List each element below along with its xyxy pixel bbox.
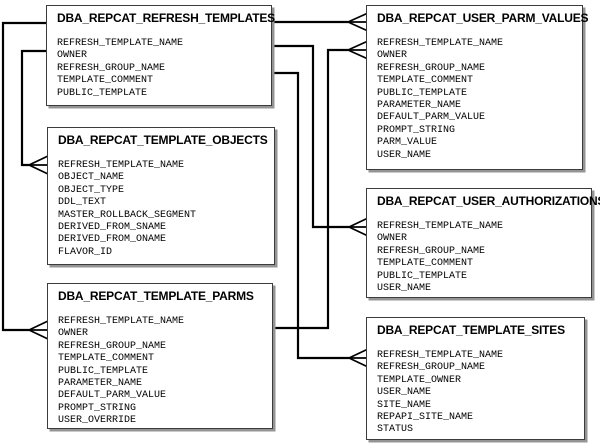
crow-foot-prong: [348, 357, 369, 368]
crow-foot-prong: [348, 217, 369, 228]
crow-foot-prong: [347, 40, 369, 51]
relationship-connector: [272, 44, 369, 237]
column-name: REFRESH_TEMPLATE_NAME: [377, 38, 504, 49]
column-name: DERIVED_FROM_SNAME: [58, 222, 167, 234]
connector-line-DBA_REPCAT_TEMPLATE_PARMS-to-DBA_REPCAT_USER_PARM_VALUES: [273, 48, 348, 330]
table-box-dba-repcat-user-authorizations: DBA_REPCAT_USER_AUTHORIZATIONS REFRESH_T…: [366, 188, 600, 298]
column-name: PARAMETER_NAME: [58, 378, 143, 390]
column-name: DDL_TEXT: [58, 197, 107, 209]
column-name: REFRESH_TEMPLATE_NAME: [58, 160, 185, 171]
column-name: REFRESH_TEMPLATE_NAME: [57, 38, 184, 49]
column-name: FLAVOR_ID: [58, 246, 113, 258]
column-name: USER_NAME: [377, 283, 432, 295]
crow-foot-prong: [28, 320, 49, 331]
connector-line-DBA_REPCAT_REFRESH_TEMPLATES-to-DBA_REPCAT_USER_AUTHORIZATIONS: [272, 44, 349, 229]
crow-foot-prong: [347, 12, 369, 23]
column-name: OWNER: [57, 50, 88, 62]
table-title: DBA_REPCAT_TEMPLATE_PARMS: [58, 289, 254, 303]
crow-foot-prong: [347, 21, 369, 32]
crow-foot-prong: [347, 49, 369, 60]
table-box-dba-repcat-template-parms: DBA_REPCAT_TEMPLATE_PARMS REFRESH_TEMPLA…: [47, 283, 273, 429]
crow-foot-prong: [28, 164, 49, 175]
column-name: REFRESH_GROUP_NAME: [377, 62, 486, 74]
column-name: PUBLIC_TEMPLATE: [377, 270, 468, 282]
crow-foot-prong: [28, 155, 49, 166]
column-name: TEMPLATE_COMMENT: [377, 258, 474, 270]
table-title: DBA_REPCAT_USER_PARM_VALUES: [377, 11, 589, 25]
relationship-connector: [1, 21, 49, 340]
column-name: PARAMETER_NAME: [377, 100, 462, 112]
column-name: REFRESH_GROUP_NAME: [377, 362, 486, 374]
column-name: OWNER: [377, 233, 408, 245]
column-name: DEFAULT_PARM_VALUE: [377, 112, 486, 124]
column-name: OBJECT_NAME: [58, 172, 125, 184]
table-box-dba-repcat-template-objects: DBA_REPCAT_TEMPLATE_OBJECTS REFRESH_TEMP…: [47, 127, 275, 265]
crow-foot-prong: [348, 226, 369, 237]
column-name: TEMPLATE_COMMENT: [377, 75, 474, 87]
column-name: SITE_NAME: [377, 399, 432, 411]
column-name: REFRESH_TEMPLATE_NAME: [58, 316, 185, 327]
crow-foot-prong: [28, 329, 49, 340]
column-name: REFRESH_GROUP_NAME: [377, 245, 486, 257]
column-name: PUBLIC_TEMPLATE: [57, 87, 148, 99]
column-name: PROMPT_STRING: [58, 402, 137, 414]
column-name: USER_OVERRIDE: [58, 415, 137, 427]
column-name: DERIVED_FROM_ONAME: [58, 234, 167, 246]
column-name: TEMPLATE_COMMENT: [57, 75, 154, 87]
column-name: TEMPLATE_OWNER: [377, 374, 462, 386]
table-title: DBA_REPCAT_TEMPLATE_OBJECTS: [58, 133, 268, 147]
relationship-connector: [273, 40, 369, 330]
relationship-connector: [272, 71, 369, 368]
column-name: STATUS: [377, 424, 414, 436]
table-title: DBA_REPCAT_TEMPLATE_SITES: [377, 323, 565, 337]
column-name: PROMPT_STRING: [377, 124, 456, 136]
column-name: REFRESH_TEMPLATE_NAME: [377, 221, 504, 232]
column-name: USER_NAME: [377, 149, 432, 161]
relationship-connector: [20, 49, 49, 175]
column-name: MASTER_ROLLBACK_SEGMENT: [58, 209, 197, 221]
connector-line-DBA_REPCAT_REFRESH_TEMPLATES-to-DBA_REPCAT_TEMPLATE_PARMS: [1, 21, 46, 332]
column-name: OWNER: [377, 50, 408, 62]
table-title: DBA_REPCAT_USER_AUTHORIZATIONS: [377, 194, 600, 208]
column-name: PUBLIC_TEMPLATE: [58, 365, 149, 377]
column-name: PUBLIC_TEMPLATE: [377, 87, 468, 99]
table-box-dba-repcat-user-parm-values: DBA_REPCAT_USER_PARM_VALUES REFRESH_TEMP…: [366, 5, 589, 170]
connector-line-DBA_REPCAT_REFRESH_TEMPLATES-to-DBA_REPCAT_TEMPLATE_OBJECTS: [20, 49, 46, 167]
table-title: DBA_REPCAT_REFRESH_TEMPLATES: [57, 11, 275, 25]
column-name: OBJECT_TYPE: [58, 184, 125, 196]
column-name: DEFAULT_PARM_VALUE: [58, 390, 167, 402]
table-box-dba-repcat-refresh-templates: DBA_REPCAT_REFRESH_TEMPLATES REFRESH_TEM…: [46, 5, 275, 106]
column-name: USER_NAME: [377, 387, 432, 399]
column-name: REPAPI_SITE_NAME: [377, 412, 474, 424]
relationship-connector: [272, 12, 369, 32]
table-box-dba-repcat-template-sites: DBA_REPCAT_TEMPLATE_SITES REFRESH_TEMPLA…: [366, 317, 585, 440]
column-name: TEMPLATE_COMMENT: [58, 353, 155, 365]
crow-foot-prong: [348, 348, 369, 359]
column-name: REFRESH_GROUP_NAME: [58, 340, 167, 352]
connector-line-DBA_REPCAT_REFRESH_TEMPLATES-to-DBA_REPCAT_TEMPLATE_SITES: [272, 71, 349, 360]
column-name: REFRESH_GROUP_NAME: [57, 62, 166, 74]
column-name: REFRESH_TEMPLATE_NAME: [377, 350, 504, 361]
column-name: OWNER: [58, 328, 89, 340]
column-name: PARM_VALUE: [377, 137, 438, 149]
